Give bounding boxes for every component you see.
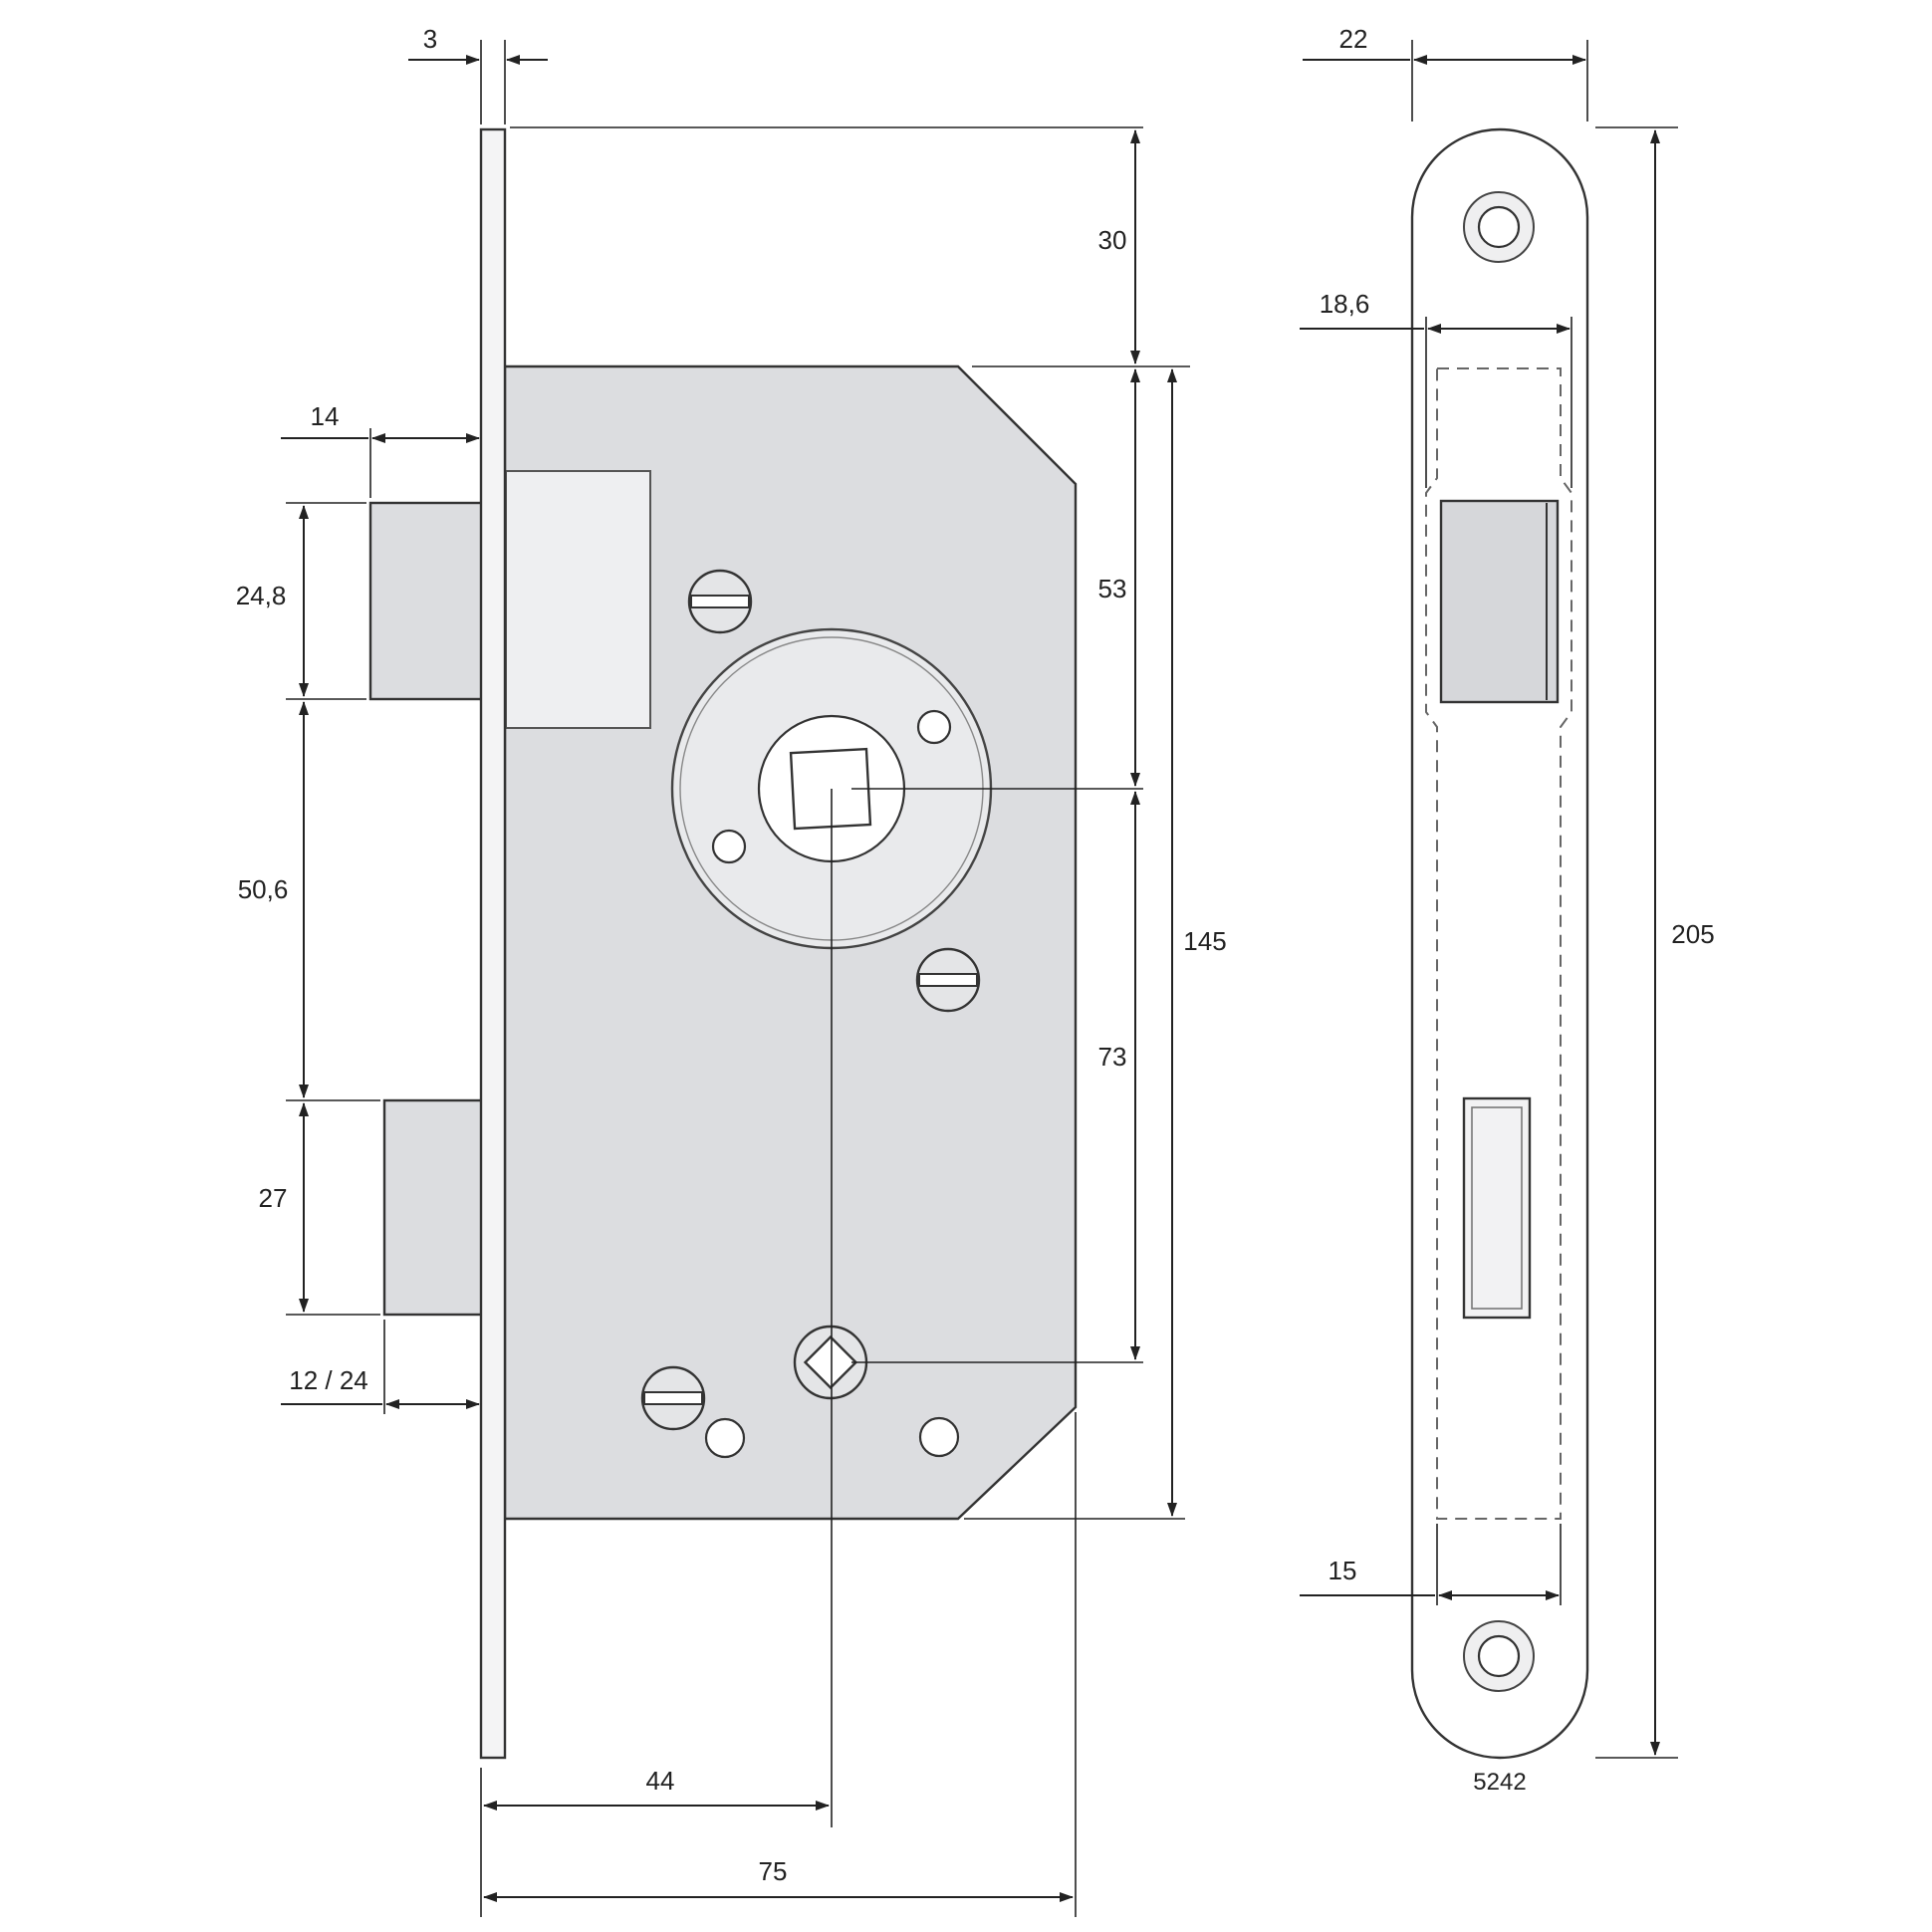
dim-faceplate-width: 22 (1339, 24, 1368, 54)
screw-hole (918, 1416, 960, 1458)
dim-case-depth: 75 (759, 1856, 788, 1886)
dead-bolt (382, 1098, 484, 1317)
slotted-screw-icon (640, 1365, 706, 1431)
dim-case-top-to-follower: 53 (1098, 574, 1127, 604)
fixing-hole (1477, 1634, 1521, 1678)
dim-latch-to-bolt: 50,6 (238, 874, 289, 904)
dim-bolt-throw: 12 / 24 (289, 1365, 368, 1395)
latch-opening (1439, 499, 1560, 704)
dim-backset: 44 (646, 1766, 675, 1796)
bolt-opening (1462, 1096, 1532, 1320)
faceplate-edge (479, 127, 507, 1760)
latch-housing (505, 470, 651, 729)
slotted-screw-icon (687, 569, 753, 634)
dim-bolt-width: 15 (1328, 1556, 1357, 1585)
dim-latch-height: 24,8 (236, 581, 287, 610)
dim-top-to-case: 30 (1098, 225, 1127, 255)
latch-bolt (368, 501, 484, 701)
square-spindle-hole (789, 747, 872, 831)
dim-latch-projection: 14 (311, 401, 340, 431)
keyhole-square (803, 1334, 858, 1390)
hidden-case-outline (1425, 367, 1572, 1520)
model-number: 5242 (1473, 1769, 1526, 1796)
side-view: 3 30 14 24,8 50,6 27 12 / 24 53 73 145 4 (236, 24, 1227, 1917)
screw-hole (711, 829, 747, 864)
dim-faceplate-thickness: 3 (423, 24, 437, 54)
dim-follower-to-keyhole: 73 (1098, 1042, 1127, 1072)
front-view: 22 18,6 15 205 5242 (1300, 24, 1715, 1796)
screw-hole (704, 1417, 746, 1459)
screw-hole (916, 709, 952, 745)
dim-case-height: 145 (1183, 926, 1226, 956)
dim-bolt-height: 27 (259, 1183, 288, 1213)
dim-case-width: 18,6 (1320, 289, 1370, 319)
slotted-screw-icon (915, 947, 981, 1013)
dim-faceplate-length: 205 (1671, 919, 1714, 949)
fixing-hole (1477, 205, 1521, 249)
